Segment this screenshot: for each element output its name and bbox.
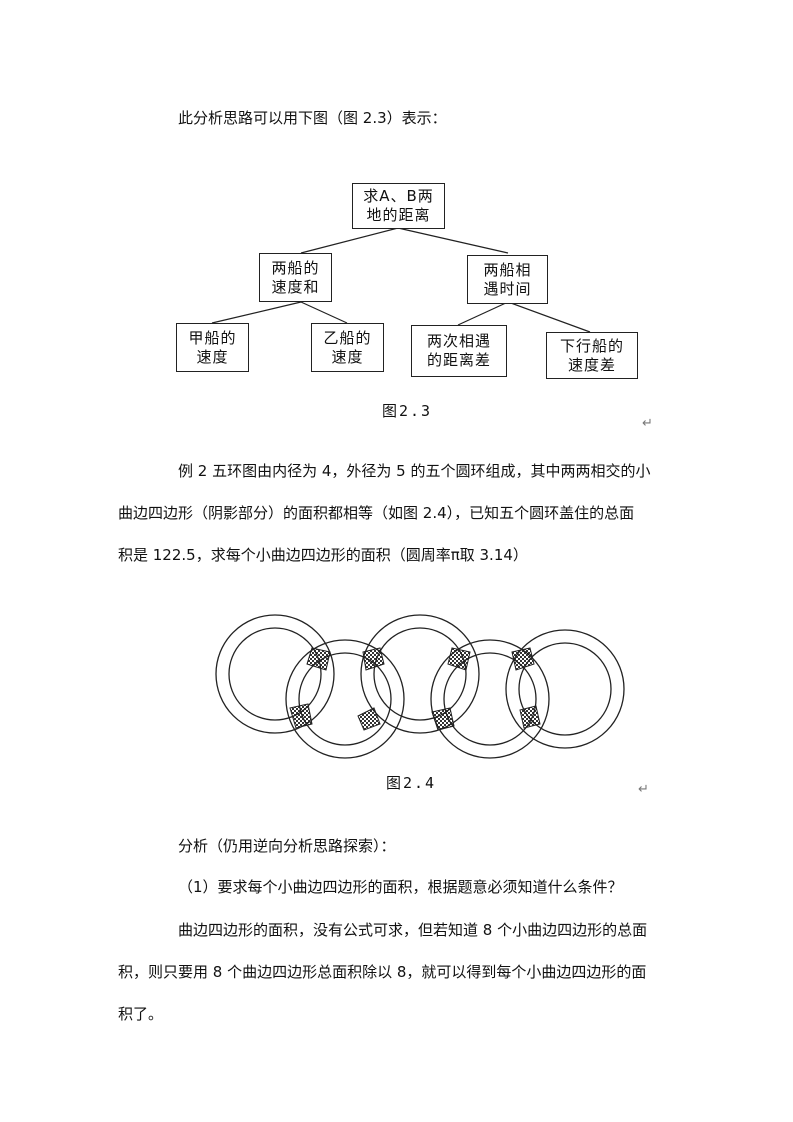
tree-node-right-left: 两次相遇 的距离差 (411, 325, 507, 377)
example-line-2: 曲边四边形（阴影部分）的面积都相等（如图 2.4），已知五个圆环盖住的总面 (118, 504, 635, 522)
tree-node-right: 两船相 遇时间 (467, 255, 548, 304)
return-mark-2: ↵ (638, 782, 649, 797)
example-line-3: 积是 122.5，求每个小曲边四边形的面积（圆周率π取 3.14） (118, 546, 528, 564)
tree-node-left: 两船的 速度和 (259, 253, 332, 302)
tree-node-left-left: 甲船的 速度 (176, 323, 249, 372)
analysis-paragraph-line-1: 曲边四边形的面积，没有公式可求，但若知道 8 个小曲边四边形的总面 (178, 921, 648, 939)
figure-caption-2-4: 图2.4 (386, 774, 437, 792)
tree-node-right-right: 下行船的 速度差 (546, 332, 638, 379)
ring-intersection-shading (289, 647, 541, 731)
rings (215, 614, 625, 759)
example-line-1: 例 2 五环图由内径为 4，外径为 5 的五个圆环组成，其中两两相交的小 (178, 462, 651, 480)
figure-caption-2-3: 图2.3 (382, 402, 433, 420)
tree-node-root: 求A、B两 地的距离 (352, 183, 445, 229)
analysis-title: 分析（仍用逆向分析思路探索）： (178, 837, 396, 855)
analysis-paragraph-line-2: 积，则只要用 8 个曲边四边形总面积除以 8，就可以得到每个小曲边四边形的面 (118, 963, 647, 981)
analysis-paragraph-line-3: 积了。 (118, 1005, 164, 1023)
analysis-question-1: （1）要求每个小曲边四边形的面积，根据题意必须知道什么条件？ (178, 878, 623, 896)
tree-node-left-right: 乙船的 速度 (311, 323, 384, 372)
intro-text: 此分析思路可以用下图（图 2.3）表示： (178, 109, 447, 127)
return-mark: ↵ (642, 416, 653, 431)
